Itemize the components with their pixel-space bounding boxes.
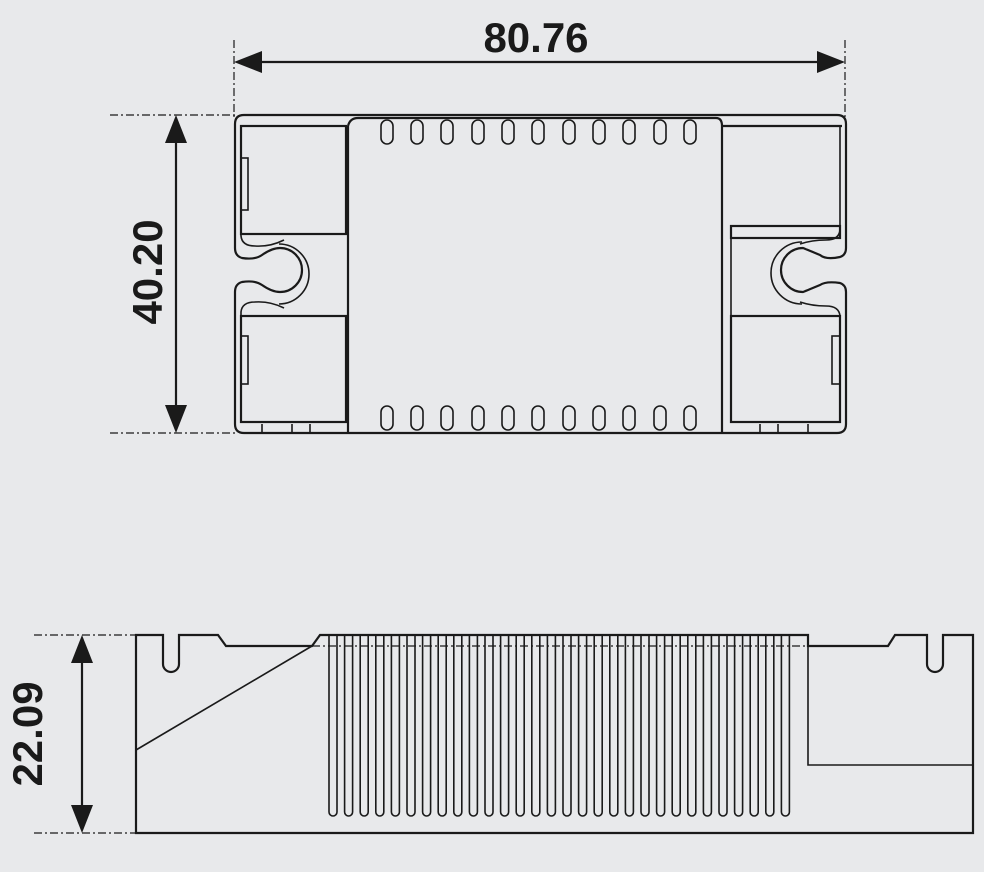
width-dimension-line [234, 51, 845, 73]
cooling-fins [328, 635, 791, 817]
cooling-fin [624, 635, 635, 817]
cooling-fin [468, 635, 479, 817]
right-terminal-top [729, 224, 842, 240]
cooling-fin [780, 635, 791, 817]
cooling-fin [562, 635, 572, 817]
left-terminal-top [239, 124, 348, 236]
left-terminal-bottom [239, 314, 348, 424]
cooling-fin [655, 635, 666, 817]
cooling-fin [343, 635, 354, 817]
cooling-fin [328, 635, 338, 817]
cooling-fin [749, 635, 759, 817]
cooling-fin [718, 635, 728, 817]
side-diagonal [135, 645, 313, 751]
depth-dimension-line [71, 635, 93, 833]
cooling-fin [609, 635, 619, 817]
height-dimension-label: 40.20 [124, 219, 171, 324]
cooling-fin [577, 635, 588, 817]
cooling-fin [546, 635, 557, 817]
right-slot-arc [770, 241, 803, 305]
cooling-fin [406, 635, 416, 817]
cooling-fin [640, 635, 650, 817]
vent-slots-bottom [380, 405, 697, 431]
left-slot-inner-top [240, 126, 285, 247]
right-latch [831, 335, 841, 385]
top-view: 80.76 40.20 [110, 14, 848, 435]
cooling-fin [702, 635, 713, 817]
cooling-fin [687, 635, 697, 817]
cooling-fin [671, 635, 681, 817]
cooling-fin [733, 635, 744, 817]
cooling-fin [390, 635, 401, 817]
cooling-fin [453, 635, 463, 817]
depth-dimension-label: 22.09 [4, 681, 51, 786]
left-slot-arc [278, 243, 310, 305]
cooling-fin [375, 635, 385, 817]
cooling-fin [437, 635, 447, 817]
cooling-fin [531, 635, 541, 817]
cooling-fin [765, 635, 775, 817]
right-slot-inner-bottom [799, 301, 841, 422]
cooling-fin [593, 635, 603, 817]
cooling-fin [484, 635, 494, 817]
housing-outline-top [233, 113, 848, 435]
bottom-feet [261, 424, 809, 433]
height-dimension-line [165, 115, 187, 433]
side-view: 22.09 [4, 633, 975, 835]
cooling-fin [421, 635, 432, 817]
left-latch-bottom [240, 335, 249, 385]
width-dimension-label: 80.76 [483, 14, 588, 61]
cooling-fin [499, 635, 510, 817]
right-terminal-bottom [729, 314, 842, 424]
left-slot-inner-bottom [240, 301, 285, 422]
central-body [346, 116, 724, 432]
housing-outline-side [134, 633, 975, 835]
side-right-step [807, 646, 973, 766]
cooling-fin [359, 635, 369, 817]
cooling-fin [515, 635, 525, 817]
vent-slots-top [380, 119, 697, 145]
left-latch-top [240, 157, 249, 211]
